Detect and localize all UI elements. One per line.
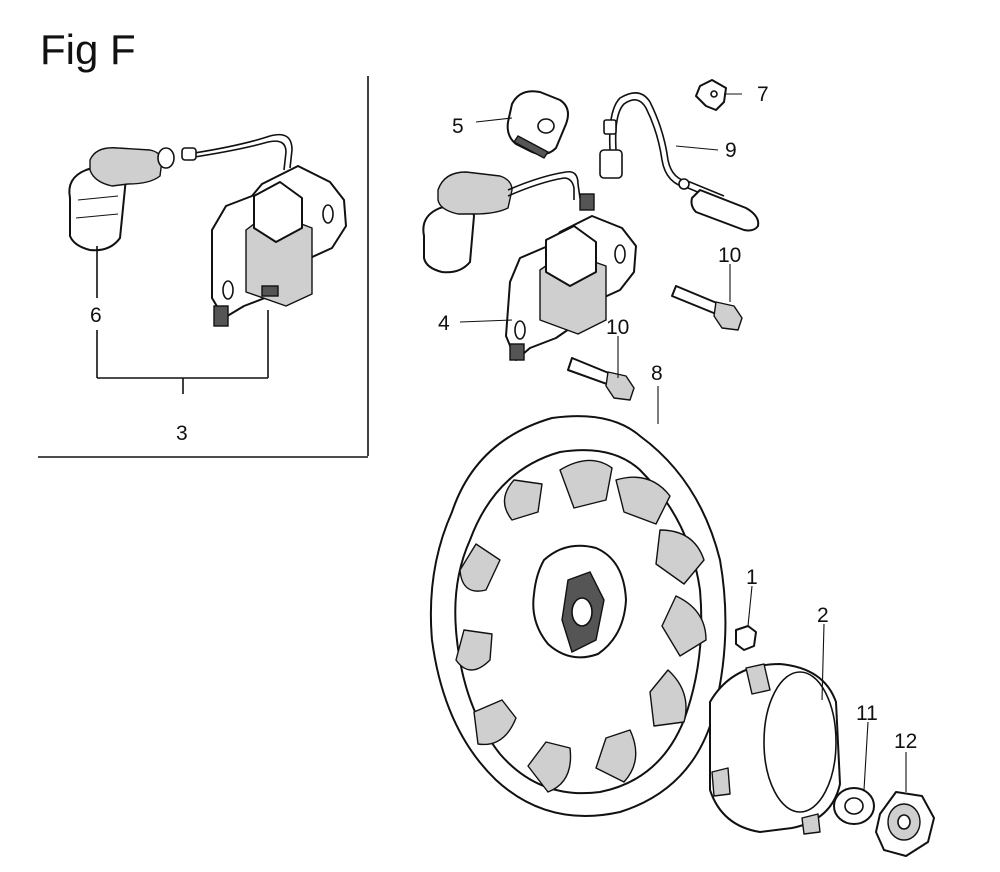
leader-lines bbox=[459, 93, 907, 792]
starter-pulley bbox=[709, 663, 841, 835]
callout-11: 11 bbox=[856, 702, 878, 725]
figure-title: Fig F bbox=[40, 26, 136, 73]
callout-5: 5 bbox=[452, 115, 464, 138]
callout-3: 3 bbox=[176, 422, 188, 445]
inset-frame bbox=[38, 76, 369, 458]
wire-clamp bbox=[695, 79, 727, 111]
ignition-coil-inset bbox=[181, 133, 347, 327]
callout-9: 9 bbox=[725, 139, 737, 162]
washer bbox=[833, 787, 875, 825]
coil-bolt-lower bbox=[567, 357, 635, 401]
callout-2: 2 bbox=[817, 604, 829, 627]
callout-1: 1 bbox=[746, 566, 758, 589]
assembly-bracket-3 bbox=[96, 246, 269, 394]
callout-10-upper: 10 bbox=[718, 244, 741, 267]
callout-10-lower: 10 bbox=[606, 316, 629, 339]
callouts: 1 2 3 4 5 6 7 8 9 10 10 11 12 bbox=[90, 83, 917, 753]
stop-switch-lead bbox=[599, 92, 760, 232]
flange-nut bbox=[875, 791, 935, 857]
flywheel bbox=[429, 415, 727, 817]
spark-plug-cap-inset bbox=[68, 147, 175, 252]
spark-plug-cap bbox=[422, 170, 581, 274]
callout-7: 7 bbox=[757, 83, 769, 106]
ignition-coil bbox=[505, 193, 637, 361]
callout-12: 12 bbox=[894, 730, 917, 753]
coil-bolt-upper bbox=[671, 285, 743, 331]
flywheel-key bbox=[735, 625, 757, 651]
callout-8: 8 bbox=[651, 362, 663, 385]
callout-4: 4 bbox=[438, 312, 450, 335]
coil-terminal-cover bbox=[506, 90, 569, 159]
callout-6: 6 bbox=[90, 304, 102, 327]
